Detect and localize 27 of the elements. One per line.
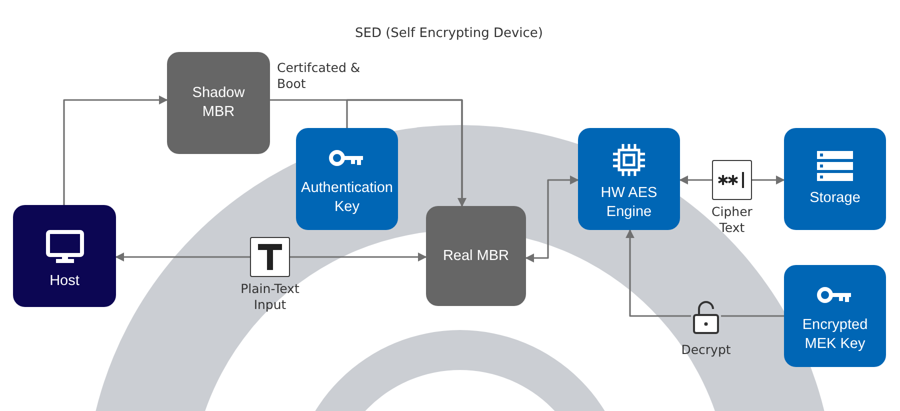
arrow <box>115 252 250 262</box>
arrow <box>63 96 168 205</box>
node-label: Storage <box>810 188 860 208</box>
node-label: Decrypt <box>680 342 732 358</box>
node-label: Host <box>50 272 80 290</box>
host-box <box>13 205 116 307</box>
key-box <box>784 265 886 367</box>
node-label: Plain-Text Input <box>240 281 300 314</box>
arrow <box>626 229 691 317</box>
node-label: Encrypted MEK Key <box>801 316 869 354</box>
arrow <box>679 176 712 184</box>
process-box <box>167 52 270 154</box>
diagram-title: SED (Self Encrypting Device) <box>355 26 544 41</box>
node-label: Authentication Key <box>300 179 394 217</box>
node-label: Cipher Text <box>710 204 754 236</box>
arrow <box>290 252 427 262</box>
node-label: HW AES Engine <box>600 184 658 222</box>
engine-box <box>578 128 680 230</box>
process-box <box>426 206 526 306</box>
arrow <box>525 176 579 262</box>
arrow <box>346 99 466 207</box>
node-label: Real MBR <box>442 246 510 266</box>
node-label: Shadow MBR <box>191 84 246 122</box>
connector-line <box>721 315 784 317</box>
arrow <box>752 176 785 184</box>
key-box <box>296 128 398 230</box>
storage-box <box>784 128 886 230</box>
